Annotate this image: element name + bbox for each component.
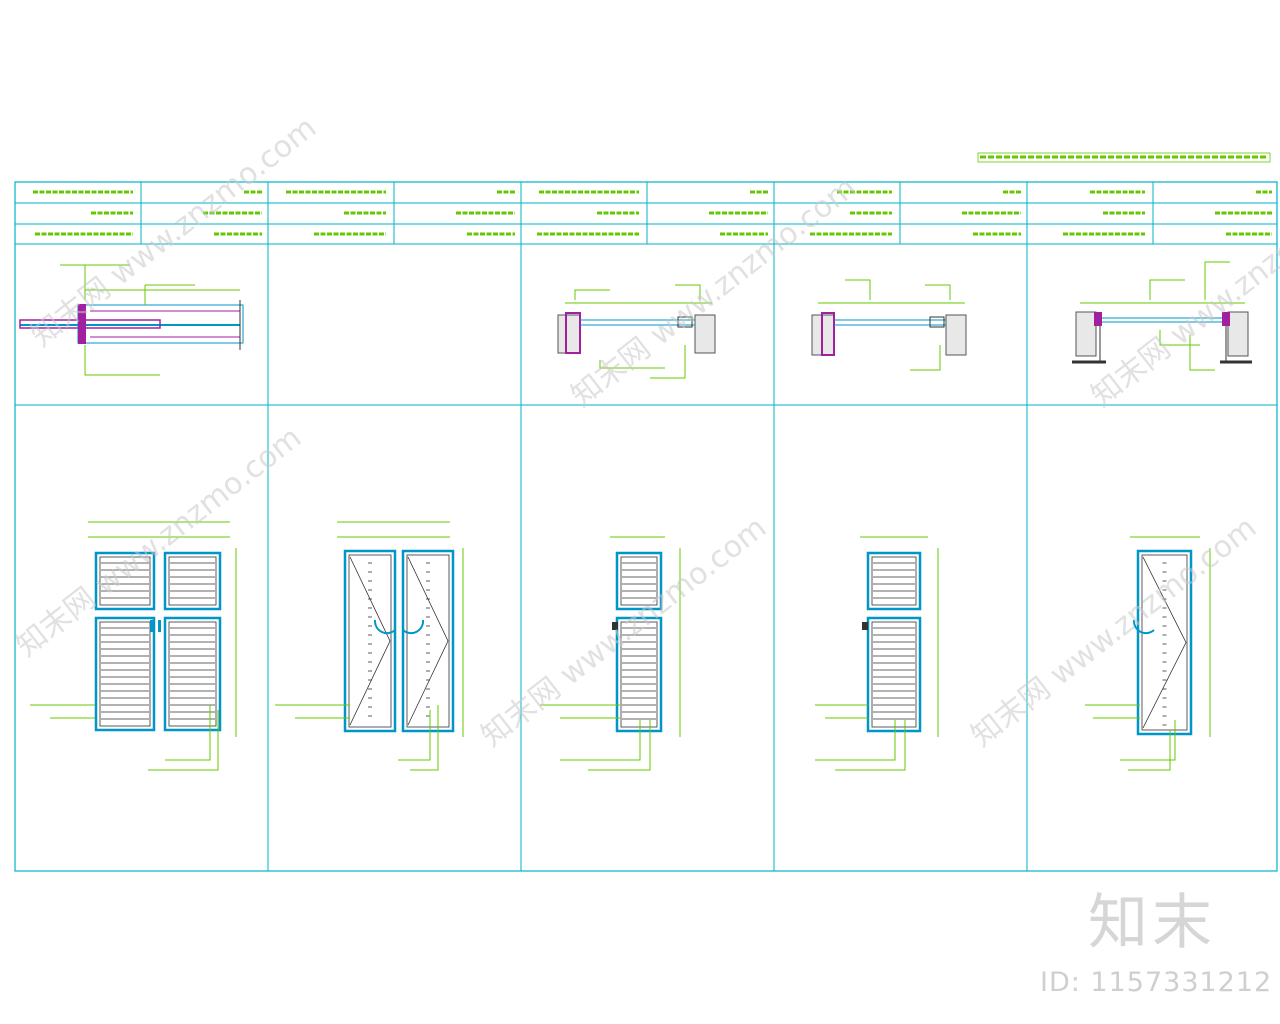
drawing-header: [977, 152, 1271, 163]
door-1-left-lower: [94, 616, 156, 732]
door-2-left-inner: [348, 554, 392, 728]
door-1-handle-left: [150, 620, 153, 632]
door-2-left: [343, 549, 397, 733]
door-3-upper: [615, 551, 663, 611]
watermark-brand: 知末: [1088, 888, 1216, 958]
plan-section-5: [1072, 261, 1252, 371]
door-1-handle-right: [158, 620, 161, 632]
plan-section-3: [557, 284, 716, 379]
door-4-handle: [862, 622, 868, 630]
door-2-handle-arch-right: [402, 619, 425, 635]
door-2-right: [401, 549, 455, 733]
door-1-right-lower: [163, 616, 222, 732]
plan-section-4: [811, 279, 967, 371]
door-3-upper-inner: [620, 556, 658, 606]
door-4-lower: [866, 616, 922, 733]
title-block-text: [33, 190, 1272, 236]
door-1-right-lower-inner: [168, 621, 217, 727]
door-2-right-inner: [406, 554, 450, 728]
elevation-dimensions: [30, 521, 1211, 771]
door-5-leaf-inner: [1141, 554, 1188, 731]
door-2-right-diamond: [407, 556, 449, 726]
door-4-upper: [866, 551, 922, 611]
door-5-leaf: [1136, 549, 1193, 736]
door-1-right-upper: [163, 551, 222, 611]
door-3-handle: [612, 622, 618, 630]
title-block-grid: [15, 182, 1277, 871]
door-5-leaf-diamond: [1142, 556, 1187, 729]
door-2-left-diamond: [349, 556, 391, 726]
door-elevations: [94, 549, 1193, 736]
door-1-left-upper: [94, 551, 156, 611]
plan-section-1: [19, 264, 244, 376]
door-4-lower-inner: [871, 621, 917, 728]
door-1-left-upper-inner: [99, 556, 151, 606]
watermark-id: ID: 1157331212: [1040, 967, 1273, 998]
door-3-lower: [615, 616, 663, 733]
door-5-handle-arch: [1132, 619, 1155, 635]
door-2-handle-arch-left: [373, 619, 396, 635]
door-4-upper-inner: [871, 556, 917, 606]
door-1-right-upper-inner: [168, 556, 217, 606]
door-1-left-lower-inner: [99, 621, 151, 727]
drawing-frame: [14, 181, 1278, 872]
door-3-lower-inner: [620, 621, 658, 728]
